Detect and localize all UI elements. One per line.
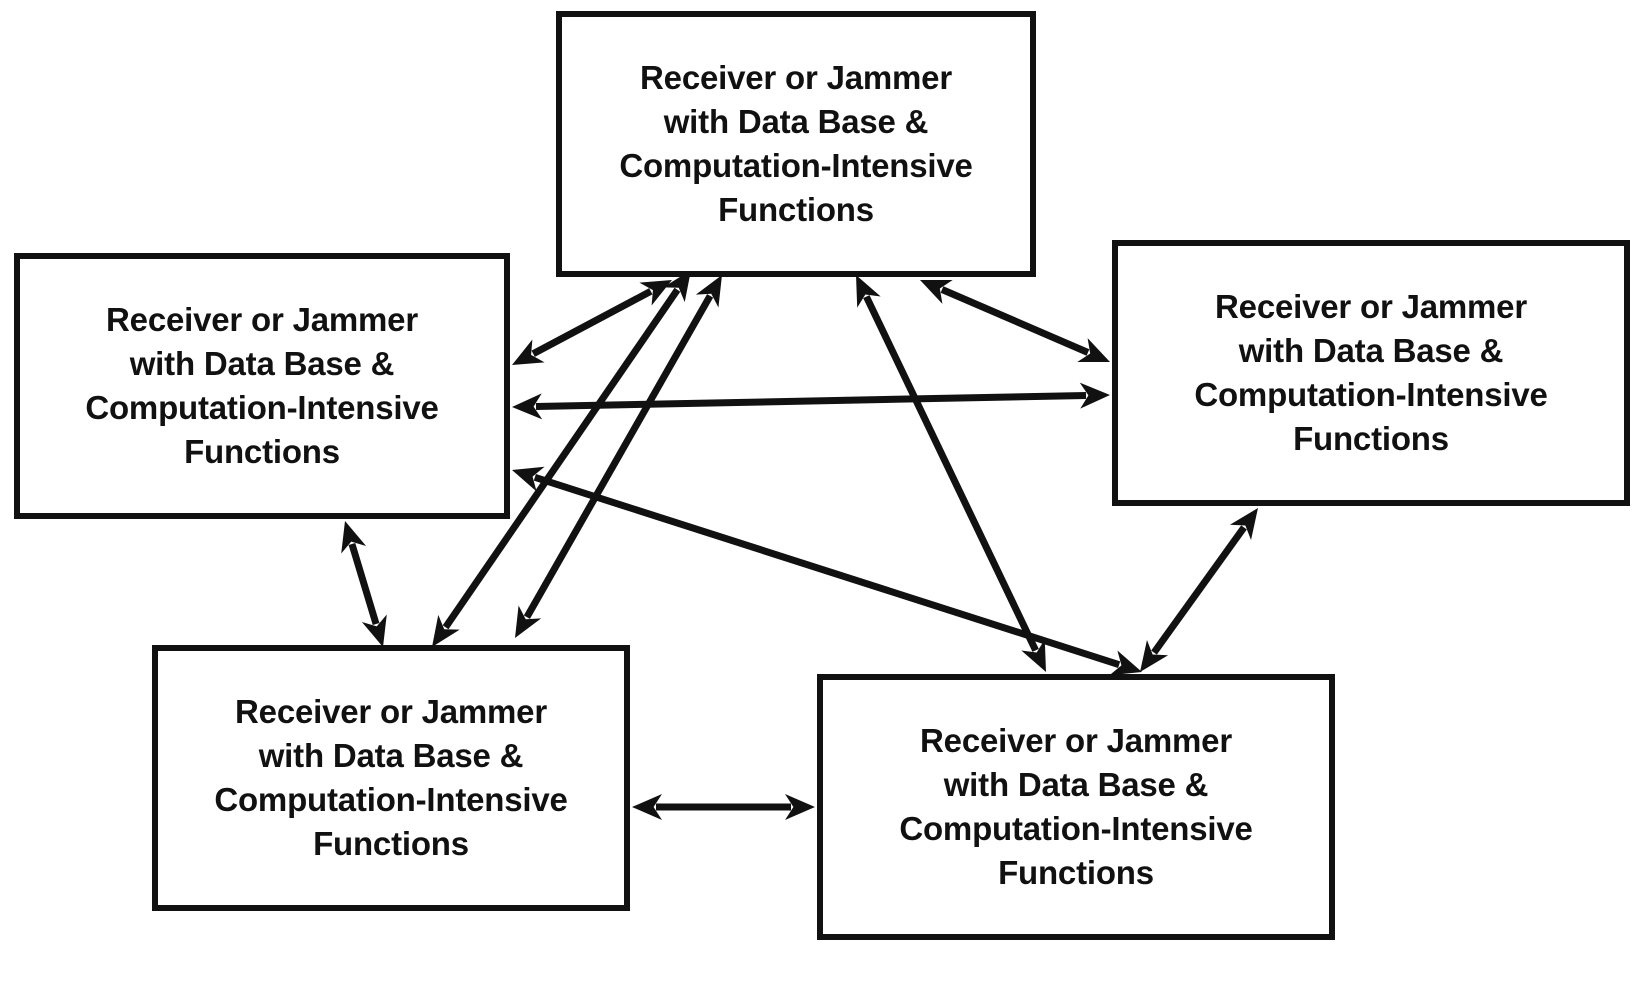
arrowhead-icon (1079, 382, 1110, 409)
arrowhead-icon (632, 794, 662, 820)
node-box-left[interactable]: Receiver or Jammer with Data Base & Comp… (14, 253, 510, 519)
edge-line (533, 473, 1121, 669)
arrowhead-icon (1109, 650, 1142, 676)
node-label-bottom-left: Receiver or Jammer with Data Base & Comp… (214, 692, 568, 863)
arrowhead-icon (639, 280, 672, 306)
arrowhead-icon (695, 275, 722, 308)
edge-line (348, 542, 380, 626)
arrowhead-icon (920, 279, 953, 304)
edge-node-right-to-node-bottom-right (1140, 508, 1258, 672)
arrowhead-icon (512, 466, 545, 492)
node-box-bottom-right[interactable]: Receiver or Jammer with Data Base & Comp… (817, 674, 1335, 940)
arrowhead-icon (1077, 338, 1110, 363)
arrowhead-icon (1229, 508, 1258, 540)
edge-line (442, 287, 681, 630)
arrowhead-icon (856, 275, 881, 308)
edge-line (863, 295, 1039, 652)
node-label-right: Receiver or Jammer with Data Base & Comp… (1194, 287, 1548, 458)
edge-node-left-to-node-bottom-left (341, 521, 387, 647)
node-box-top[interactable]: Receiver or Jammer with Data Base & Comp… (556, 11, 1036, 277)
edge-node-left-to-node-right (512, 382, 1110, 420)
edge-node-top-to-node-right (920, 279, 1110, 363)
edge-line (1151, 525, 1247, 655)
node-box-right[interactable]: Receiver or Jammer with Data Base & Comp… (1112, 240, 1630, 506)
arrowhead-icon (1021, 639, 1046, 672)
node-box-bottom-left[interactable]: Receiver or Jammer with Data Base & Comp… (152, 645, 630, 911)
node-label-left: Receiver or Jammer with Data Base & Comp… (85, 300, 439, 471)
arrowhead-icon (512, 339, 545, 365)
node-label-top: Receiver or Jammer with Data Base & Comp… (619, 58, 973, 229)
edge-node-top-to-node-bottom-left (515, 275, 722, 638)
edge-line (523, 294, 714, 619)
node-label-bottom-right: Receiver or Jammer with Data Base & Comp… (899, 721, 1253, 892)
arrowhead-icon (361, 614, 387, 647)
arrowhead-icon (663, 270, 691, 303)
arrowhead-icon (432, 614, 460, 647)
edge-node-left-to-node-top (512, 280, 672, 365)
edge-line (940, 286, 1090, 356)
arrowhead-icon (512, 393, 543, 420)
edge-node-bottom-left-to-node-bottom-right (632, 794, 815, 820)
edge-node-top-to-node-bottom-right (856, 275, 1046, 672)
arrowhead-icon (515, 605, 542, 638)
edge-node-bottom-left-to-node-top (432, 270, 691, 647)
edge-line (531, 288, 653, 357)
arrowhead-icon (1140, 640, 1169, 672)
edge-line (535, 391, 1087, 411)
edge-node-left-to-node-bottom-right (512, 466, 1142, 676)
arrowhead-icon (785, 794, 815, 820)
arrowhead-icon (341, 521, 367, 554)
